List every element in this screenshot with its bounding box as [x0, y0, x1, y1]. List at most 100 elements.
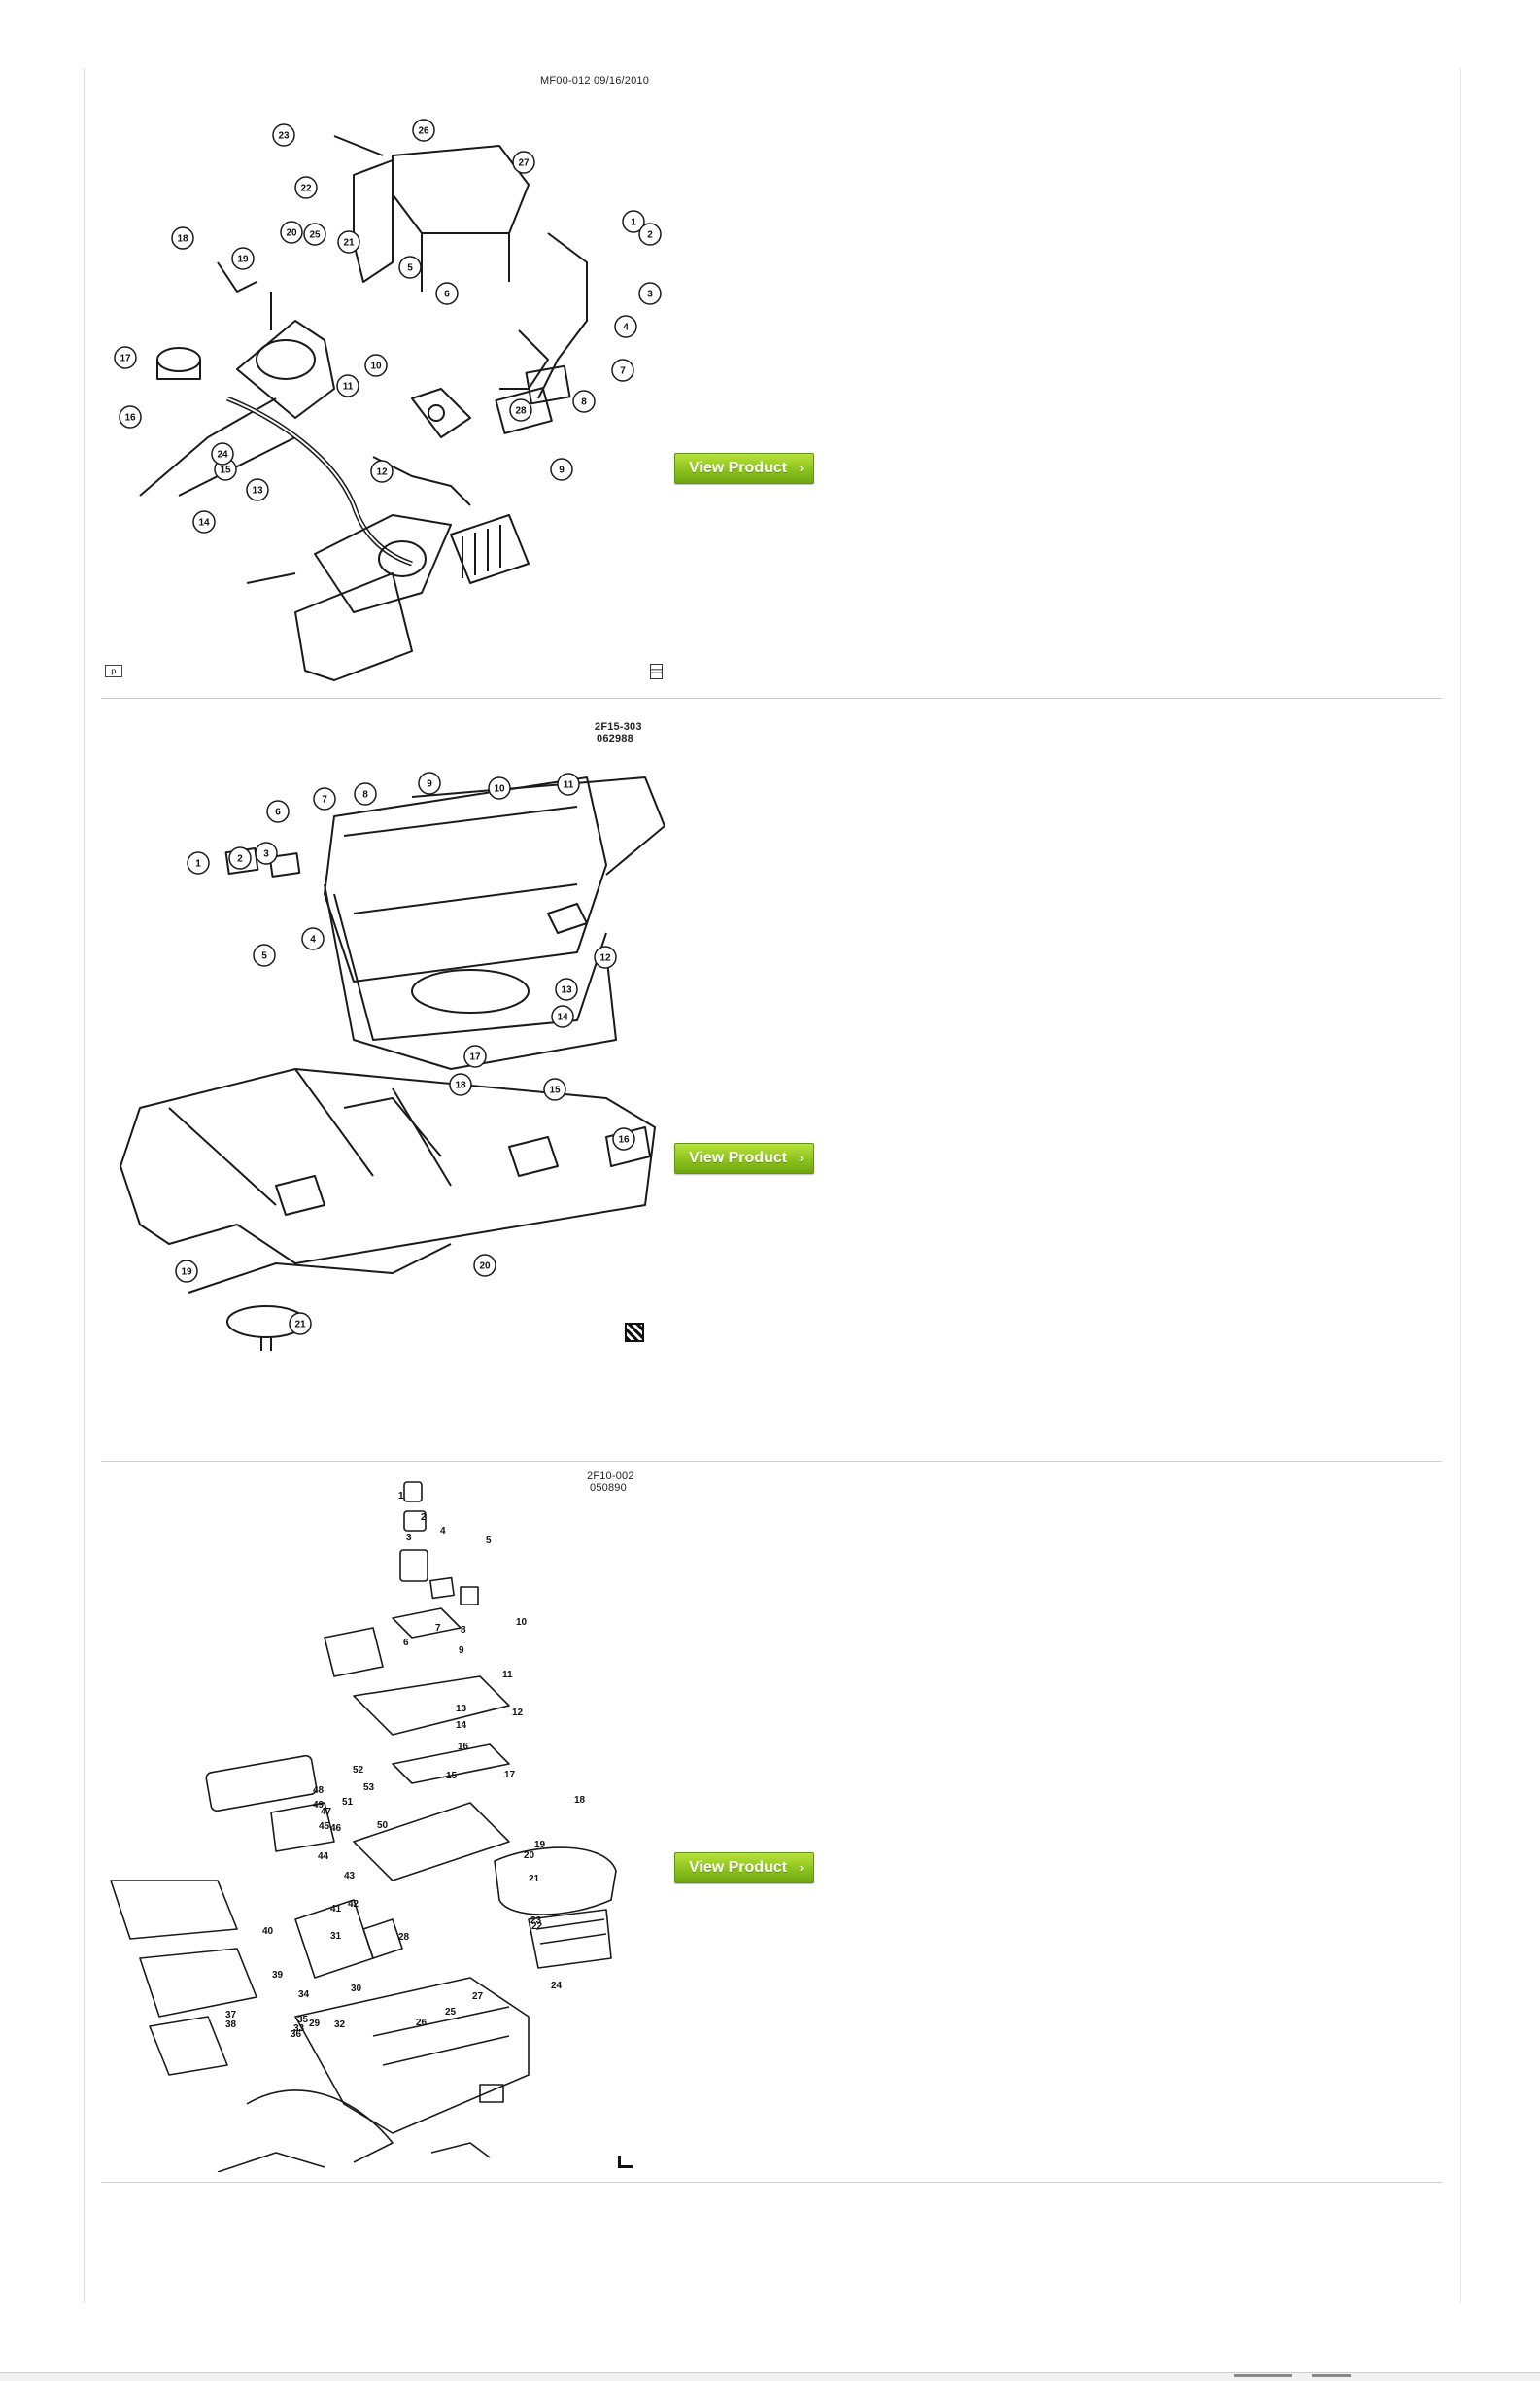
callout-number: 29	[309, 2019, 321, 2029]
document-icon[interactable]	[650, 664, 663, 679]
callout-bubble	[557, 773, 580, 796]
callout-bubble	[551, 1005, 574, 1028]
callout-number: 11	[343, 382, 354, 393]
window-bottom-bar	[0, 2372, 1540, 2381]
callout-number: 10	[516, 1617, 528, 1628]
callout-number: 51	[342, 1797, 354, 1808]
callout-bubble	[211, 442, 234, 466]
callout-number: 28	[398, 1932, 410, 1943]
callout-number: 5	[407, 263, 413, 274]
callout-number: 18	[455, 1081, 466, 1091]
callout-bubble	[187, 851, 210, 875]
callout-bubble	[463, 1045, 487, 1068]
callout-bubble	[512, 151, 535, 174]
scroll-indicator[interactable]	[1234, 2374, 1292, 2377]
callout-number: 39	[272, 1970, 284, 1981]
callout-number: 15	[549, 1086, 561, 1096]
callout-number: 17	[504, 1770, 516, 1780]
callout-bubble	[622, 210, 645, 233]
callout-bubble	[364, 354, 388, 377]
callout-number: 14	[198, 518, 210, 529]
callout-number: 18	[574, 1795, 586, 1806]
callout-number: 41	[330, 1904, 342, 1915]
callout-bubble	[280, 221, 303, 244]
callout-number: 25	[445, 2007, 457, 2018]
callout-number: 4	[310, 935, 316, 946]
diagram-code: 2F10-002	[587, 1470, 634, 1482]
callout-number: 45	[319, 1821, 330, 1832]
callout-bubble	[114, 346, 137, 369]
callout-number: 9	[459, 1645, 464, 1656]
callout-number: 43	[344, 1871, 356, 1881]
view-product-label: View Product	[689, 1859, 788, 1876]
callout-bubble	[255, 842, 278, 865]
callout-number: 20	[524, 1850, 535, 1861]
view-product-button-2[interactable]: View Product ›	[674, 1143, 814, 1174]
callout-number: 28	[515, 406, 527, 417]
bookmark-icon[interactable]: p	[105, 665, 122, 677]
callout-bubble	[336, 374, 359, 397]
callout-number: 5	[261, 951, 267, 962]
callout-number: 17	[469, 1052, 481, 1063]
callout-bubble	[171, 226, 194, 250]
callout-bubble	[614, 315, 637, 338]
callout-number: 8	[362, 790, 368, 801]
callout-number: 48	[313, 1785, 325, 1796]
callout-number: 24	[551, 1981, 563, 1991]
callout-number: 5	[486, 1536, 492, 1546]
row-divider	[101, 1461, 1442, 1462]
callout-number: 13	[561, 985, 572, 996]
scroll-indicator[interactable]	[1312, 2374, 1351, 2377]
callout-number: 3	[263, 849, 269, 860]
callout-number: 47	[321, 1807, 332, 1817]
callout-number: 20	[479, 1261, 491, 1272]
row-divider	[101, 2182, 1442, 2183]
logo-icon	[625, 1323, 644, 1342]
callout-bubble	[231, 247, 255, 270]
callout-number: 9	[427, 779, 432, 790]
callout-bubble	[272, 123, 295, 147]
callout-number: 19	[181, 1267, 192, 1278]
callout-number: 22	[531, 1921, 543, 1932]
callout-bubble	[612, 1127, 635, 1151]
callout-bubble	[555, 978, 578, 1001]
callout-number: 23	[278, 131, 290, 142]
page-frame-right	[1460, 68, 1461, 2303]
callout-number: 40	[262, 1926, 274, 1937]
callout-bubble	[594, 946, 617, 969]
callout-bubble	[473, 1254, 496, 1277]
callout-number: 26	[416, 2018, 428, 2028]
callout-number: 14	[456, 1720, 467, 1731]
callout-number: 19	[237, 255, 249, 265]
callout-bubble	[611, 359, 634, 382]
callout-number: 12	[599, 953, 611, 964]
callout-bubble	[266, 800, 290, 823]
callout-bubble	[253, 944, 276, 967]
callout-number: 7	[620, 366, 626, 377]
callout-number: 30	[351, 1984, 362, 1994]
diagram-date: 062988	[597, 733, 633, 744]
callout-number: 21	[529, 1874, 540, 1884]
callout-bubble	[412, 119, 435, 142]
callout-number: 26	[418, 126, 429, 137]
callout-bubble	[246, 478, 269, 501]
chevron-right-icon: ›	[799, 1860, 804, 1875]
callout-bubble	[638, 223, 662, 246]
diagram-date: 050890	[590, 1482, 627, 1494]
view-product-button-3[interactable]: View Product ›	[674, 1852, 814, 1883]
callout-number: 16	[618, 1135, 630, 1146]
callout-bubble	[294, 176, 318, 199]
callout-number: 33	[293, 2023, 305, 2034]
callout-bubble	[418, 772, 441, 795]
callout-number: 27	[472, 1991, 484, 2002]
chevron-right-icon: ›	[799, 461, 804, 475]
callout-bubble	[572, 390, 596, 413]
callout-number: 3	[406, 1533, 412, 1543]
view-product-button-1[interactable]: View Product ›	[674, 453, 814, 484]
callout-bubble	[398, 256, 422, 279]
callout-number: 18	[177, 234, 188, 245]
callout-number: 14	[557, 1013, 568, 1023]
callout-number: 32	[334, 2019, 346, 2030]
callout-bubble	[313, 787, 336, 811]
